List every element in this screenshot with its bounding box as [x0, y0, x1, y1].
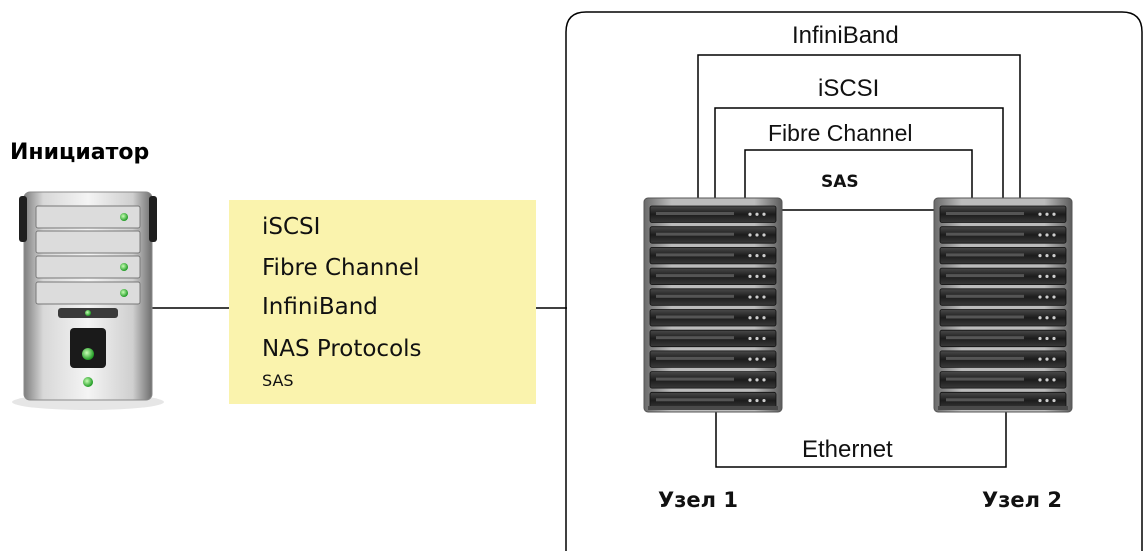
protocol-item: Fibre Channel: [262, 255, 420, 281]
label-infiniband: InfiniBand: [792, 22, 899, 49]
label-fibre-channel: Fibre Channel: [768, 120, 913, 146]
node-1-server-icon: [643, 197, 783, 413]
cluster-frame: [565, 11, 1143, 551]
protocol-item: iSCSI: [262, 214, 321, 240]
node-2-server-icon: [933, 197, 1073, 413]
node-1-label: Узел 1: [658, 488, 738, 512]
link-iscsi: [714, 107, 1004, 200]
protocol-item: SAS: [262, 371, 294, 390]
initiator-server-icon: [12, 191, 164, 410]
link-ethernet: [715, 410, 1007, 468]
label-sas: SAS: [821, 172, 859, 192]
protocol-list-box: iSCSI Fibre Channel InfiniBand NAS Proto…: [229, 200, 536, 404]
link-infiniband: [697, 54, 1021, 200]
link-fibre-channel: [744, 149, 973, 200]
protocol-item: InfiniBand: [262, 294, 378, 320]
node-2-label: Узел 2: [982, 488, 1062, 512]
protocol-item: NAS Protocols: [262, 336, 422, 362]
label-iscsi: iSCSI: [818, 75, 880, 102]
label-ethernet: Ethernet: [802, 436, 893, 463]
initiator-title: Инициатор: [10, 140, 150, 165]
